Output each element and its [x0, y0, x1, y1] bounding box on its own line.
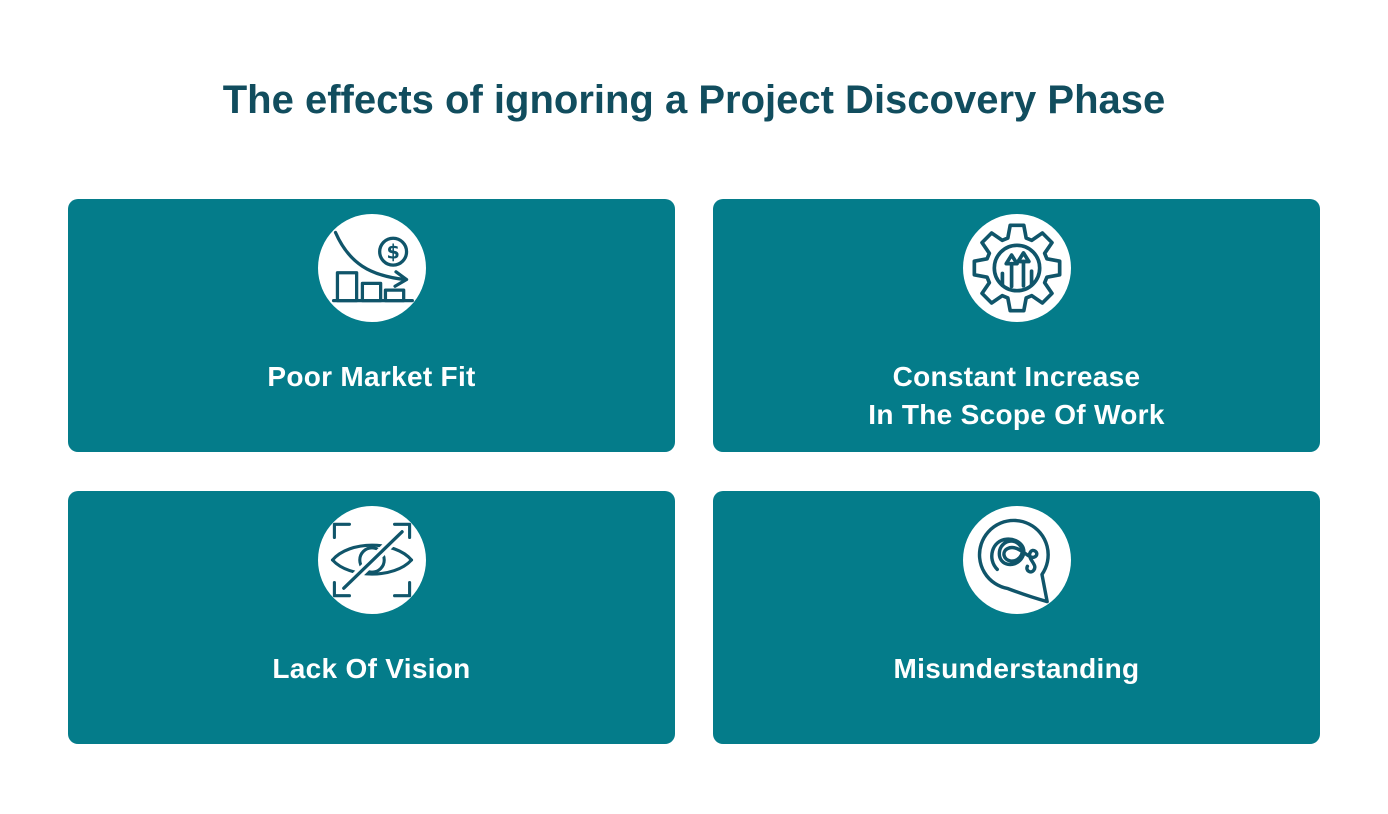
card-label: Misunderstanding: [894, 650, 1140, 688]
card-label: Poor Market Fit: [267, 358, 475, 396]
declining-chart-dollar-icon: $: [331, 230, 414, 303]
tangled-speech-bubble-icon: [977, 518, 1050, 604]
card-constant-increase: Constant Increase In The Scope Of Work: [713, 199, 1320, 452]
card-lack-of-vision: Lack Of Vision: [68, 491, 675, 744]
eye-slash-icon: [330, 522, 413, 598]
card-label: Lack Of Vision: [272, 650, 470, 688]
card-label-line2: In The Scope Of Work: [868, 399, 1165, 430]
icon-circle: $: [317, 214, 426, 322]
card-label-line1: Misunderstanding: [893, 653, 1140, 684]
card-label-line1: Lack Of Vision: [272, 653, 471, 684]
card-misunderstanding: Misunderstanding: [713, 491, 1320, 744]
page-title: The effects of ignoring a Project Discov…: [222, 78, 1166, 122]
card-label-line1: Poor Market Fit: [267, 361, 476, 392]
icon-circle: [317, 506, 426, 614]
card-label-line1: Constant Increase: [892, 361, 1141, 392]
gear-up-arrows-icon: [972, 223, 1061, 313]
card-label: Constant Increase In The Scope Of Work: [868, 358, 1164, 434]
icon-circle: [962, 506, 1071, 614]
svg-text:$: $: [386, 240, 399, 263]
card-poor-market-fit: $ Poor Market Fit: [68, 199, 675, 452]
cards-grid: $ Poor Market Fit: [68, 199, 1320, 744]
icon-circle: [962, 214, 1071, 322]
